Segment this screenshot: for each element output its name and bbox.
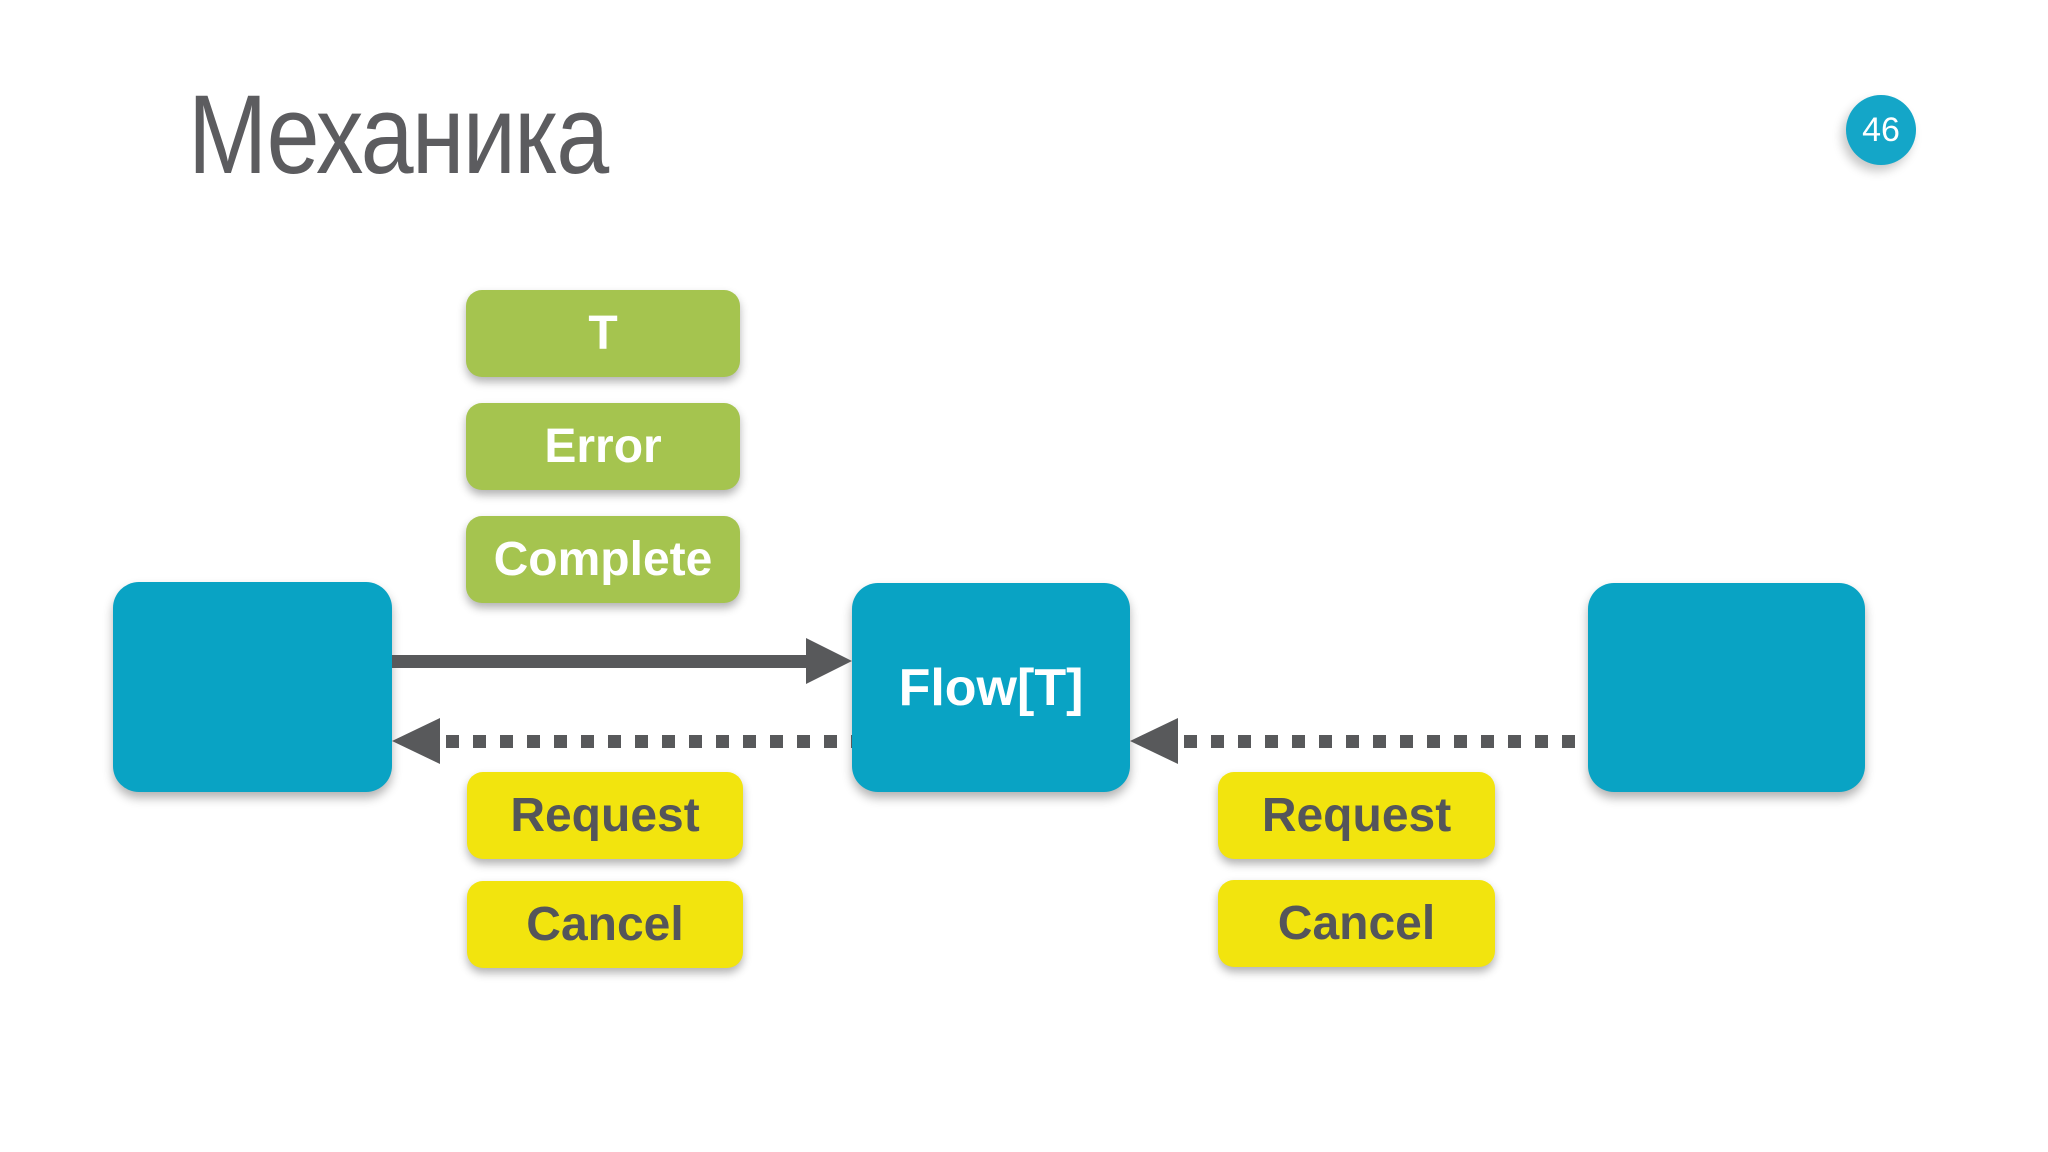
flow-box: Flow[T] [852, 583, 1130, 792]
event-label-t: T [466, 290, 740, 377]
dotted-arrow-left-icon [392, 718, 852, 765]
producer-box [113, 582, 392, 792]
consumer-box [1588, 583, 1865, 792]
arrow-dotted-line [1184, 735, 1588, 748]
event-label-complete-text: Complete [493, 533, 713, 586]
event-label-error-text: Error [544, 420, 662, 473]
page-title: Механика [188, 72, 609, 197]
arrow-head [806, 638, 852, 684]
right-request-label-text: Request [1261, 789, 1452, 842]
event-label-complete: Complete [466, 516, 740, 603]
arrow-head [392, 718, 440, 764]
page-number: 46 [1862, 110, 1900, 149]
left-request-label-text: Request [510, 789, 700, 842]
arrow-line [392, 655, 810, 668]
left-cancel-label: Cancel [467, 881, 743, 968]
page-number-badge: 46 [1846, 95, 1916, 165]
event-label-t-text: T [588, 307, 618, 360]
dotted-arrow-left-icon [1130, 718, 1588, 765]
arrow-dotted-line [446, 735, 852, 748]
right-request-label: Request [1218, 772, 1495, 859]
solid-arrow-right-icon [392, 638, 852, 685]
flow-box-label: Flow[T] [898, 658, 1084, 717]
left-request-label: Request [467, 772, 743, 859]
arrow-head [1130, 718, 1178, 764]
event-label-error: Error [466, 403, 740, 490]
right-cancel-label-text: Cancel [1277, 897, 1436, 950]
right-cancel-label: Cancel [1218, 880, 1495, 967]
left-cancel-label-text: Cancel [526, 898, 684, 951]
